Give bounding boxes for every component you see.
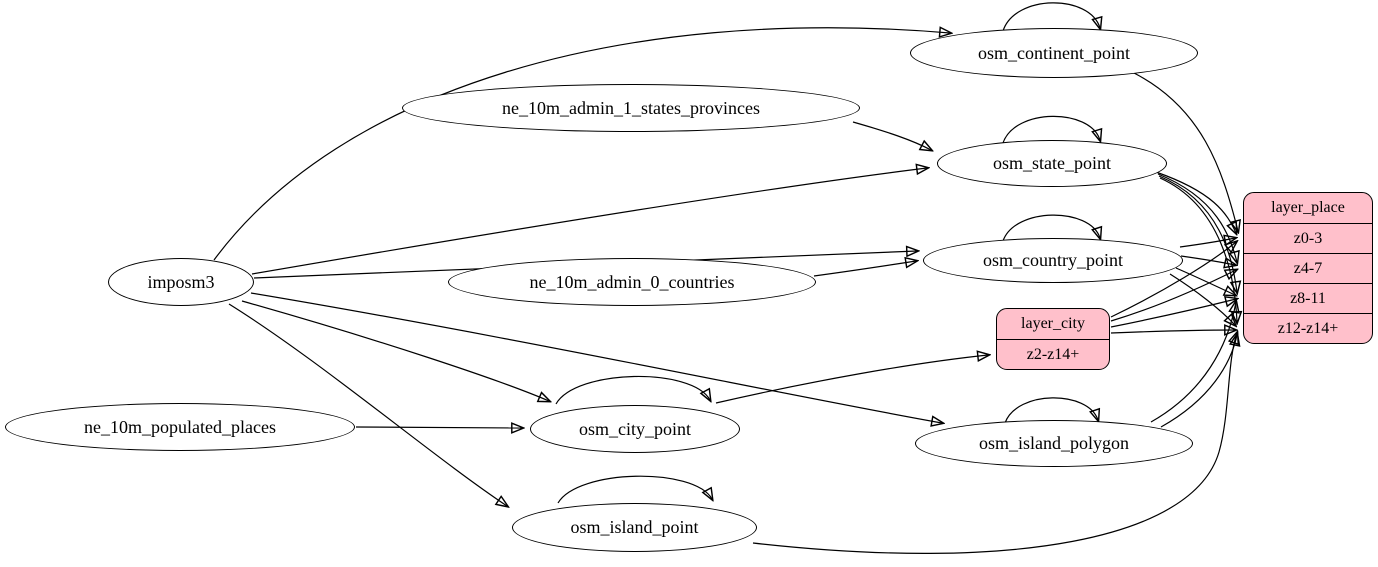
record-layer-place-row-z12-z14: z12-z14+: [1244, 313, 1372, 343]
record-layer-city-row-z2-z14: z2-z14+: [997, 339, 1109, 369]
edge-ne_10m_admin_1_states_provinces-osm_state_point: [852, 121, 931, 150]
node-osm-state-point: osm_state_point: [937, 140, 1167, 187]
edge-imposm3-osm_city_point: [241, 300, 549, 401]
edge-imposm3-osm_island_point: [228, 303, 507, 506]
edge-layer_city-layer_place-z8-11: [1110, 299, 1236, 328]
edge-ne_10m_populated_places-osm_city_point: [355, 427, 522, 428]
record-layer-place: layer_place z0-3 z4-7 z8-11 z12-z14+: [1243, 192, 1373, 344]
edge-imposm3-osm_island_polygon: [250, 292, 942, 423]
edge-self-osm_country_point: [1002, 214, 1100, 241]
record-layer-city: layer_city z2-z14+: [996, 308, 1110, 370]
edge-layer_city-layer_place-z12-z14: [1110, 330, 1235, 333]
node-osm-city-point: osm_city_point: [530, 405, 740, 453]
edge-imposm3-osm_state_point: [251, 168, 927, 275]
edge-self-osm_continent_point: [1002, 2, 1100, 31]
edge-osm_state_point-layer_place-z0-3: [1155, 171, 1236, 233]
node-ne-10m-populated-places: ne_10m_populated_places: [5, 403, 355, 451]
node-osm-island-polygon: osm_island_polygon: [915, 420, 1193, 467]
record-layer-city-header: layer_city: [1021, 315, 1085, 332]
edge-self-osm_island_point: [557, 475, 712, 504]
record-layer-place-row-z0-3: z0-3: [1244, 223, 1372, 253]
node-osm-country-point: osm_country_point: [923, 238, 1183, 283]
node-osm-island-point: osm_island_point: [512, 503, 757, 552]
edge-osm_island_polygon-layer_place-z8-11: [1150, 302, 1236, 423]
edge-imposm3-osm_continent_point: [213, 28, 950, 261]
edge-osm_country_point-layer_place-z0-3: [1179, 238, 1235, 248]
edge-self-osm_city_point: [555, 375, 710, 405]
edge-osm_continent_point-layer_place-z0-3: [1133, 72, 1238, 231]
edge-self-osm_island_polygon: [1004, 397, 1098, 423]
record-layer-place-header: layer_place: [1271, 199, 1345, 216]
edge-layer_city-layer_place-z0-3: [1110, 242, 1236, 318]
record-layer-place-row-z4-7: z4-7: [1244, 253, 1372, 283]
node-osm-continent-point: osm_continent_point: [910, 28, 1198, 78]
node-ne-10m-admin-0-countries: ne_10m_admin_0_countries: [448, 258, 816, 306]
edge-osm_city_point-layer_city-z2-z14: [715, 355, 988, 404]
record-layer-place-row-z8-11: z8-11: [1244, 283, 1372, 313]
edge-osm_island_point-layer_place-z12-z14: [752, 333, 1237, 554]
edge-layer_city-layer_place-z4-7: [1110, 270, 1236, 322]
edge-osm_country_point-layer_place-z8-11: [1175, 267, 1235, 295]
node-ne-10m-admin-1-states-provinces: ne_10m_admin_1_states_provinces: [402, 84, 860, 132]
edge-self-osm_state_point: [1002, 115, 1100, 143]
node-imposm3: imposm3: [108, 258, 254, 306]
edge-ne_10m_admin_0_countries-osm_country_point: [813, 261, 916, 277]
edge-osm_country_point-layer_place-z12-z14: [1169, 273, 1235, 325]
